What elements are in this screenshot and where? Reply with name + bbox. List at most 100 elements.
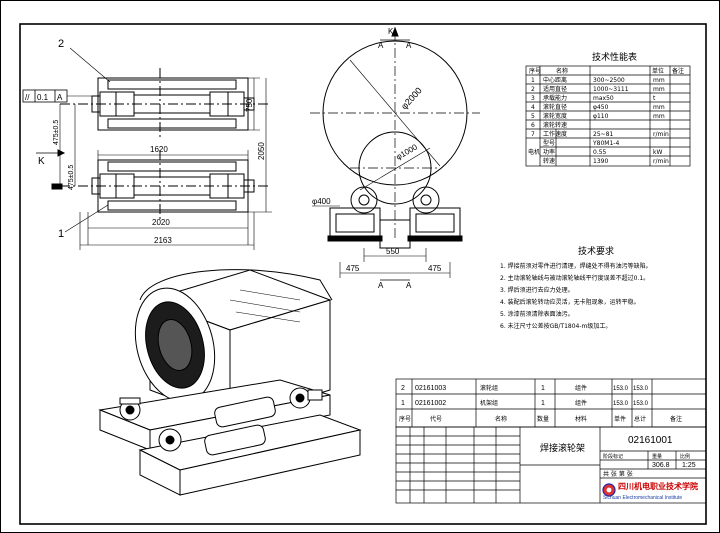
requirement-item: 2. 主动滚轮轴线与被动滚轮轴线平行度误差不超过0.1。 xyxy=(500,274,649,282)
spec-row-unit: mm xyxy=(653,77,665,84)
spec-row-name: 滚轮宽度 xyxy=(543,112,567,120)
spec-motor-row-name: 功率 xyxy=(543,148,555,156)
spec-row-no: 1 xyxy=(531,77,535,84)
spec-row-name: 承载能力 xyxy=(543,94,567,102)
isometric-view xyxy=(98,269,362,496)
spec-row-value: 1000~3111 xyxy=(593,86,629,93)
section-a-bottom-left: A xyxy=(378,281,384,290)
dim-offset-right: 475 xyxy=(428,264,442,273)
part-weight-total: 153.0 xyxy=(633,386,649,392)
spec-motor-label: 电机 xyxy=(528,148,540,156)
requirement-item: 3. 焊后须进行去应力处理。 xyxy=(500,286,574,294)
part-qty: 1 xyxy=(541,385,545,392)
tolerance-symbol: // xyxy=(25,93,30,102)
spec-motor-row-unit: kW xyxy=(653,149,662,156)
drawing-frame xyxy=(19,23,707,525)
spec-row-name: 滚轮直径 xyxy=(543,103,567,111)
plan-view-labels: 2 1 // 0.1 A K 1620 2020 2163 750 2050 4… xyxy=(25,38,266,245)
requirement-item: 5. 涂漆前须清除表面油污。 xyxy=(500,310,574,318)
part-no: 1 xyxy=(401,400,405,407)
view-k-arrow-label: K xyxy=(388,27,394,36)
part-name: 机架组 xyxy=(480,399,498,407)
part-material: 组件 xyxy=(575,384,587,392)
dim-overall-height: 2050 xyxy=(257,142,266,160)
spec-row-no: 7 xyxy=(531,131,535,138)
dim-base-width: 2020 xyxy=(152,218,170,227)
spec-header-name: 名称 xyxy=(556,67,568,75)
dim-roller-diameter: φ400 xyxy=(312,197,331,206)
front-view xyxy=(310,26,480,281)
spec-table-title: 技术性能表 xyxy=(592,51,637,63)
parts-list-text: 2 02161003 滚轮组 1 组件 153.0 153.0 1 021610… xyxy=(399,384,682,423)
spec-row-no: 5 xyxy=(531,113,535,120)
drawing-title: 焊接滚轮架 xyxy=(540,442,585,454)
part-qty: 1 xyxy=(541,400,545,407)
part-code: 02161002 xyxy=(415,400,446,407)
spec-row-value: 25~81 xyxy=(593,131,613,138)
spec-row-name: 适用直径 xyxy=(543,85,567,93)
section-a-top-right: A xyxy=(406,41,412,50)
requirement-item: 1. 焊接前须对零件进行清理，焊缝处不得有油污等缺陷。 xyxy=(500,262,652,270)
spec-row-name: 滚轮转速 xyxy=(543,121,567,129)
part-weight-single: 153.0 xyxy=(613,386,629,392)
spec-row-name: 工作速度 xyxy=(543,130,567,138)
sheet-info: 共 张 第 张 xyxy=(603,470,633,478)
school-logo xyxy=(602,483,616,497)
header-no: 序号 xyxy=(399,415,411,423)
spec-row-value: φ110 xyxy=(593,113,609,120)
header-remark: 备注 xyxy=(670,415,682,423)
balloon-part-1: 1 xyxy=(58,228,64,240)
spec-row-unit: mm xyxy=(653,86,665,93)
spec-motor-row-value: 1390 xyxy=(593,158,608,165)
part-no: 2 xyxy=(401,385,405,392)
plan-view xyxy=(22,47,272,250)
spec-row-unit: mm xyxy=(653,113,665,120)
part-material: 组件 xyxy=(575,399,587,407)
spec-table-text: 序号 名称 单位 备注 1 中心距离 300~2500 mm 2 适用直径 10… xyxy=(528,67,684,165)
title-block xyxy=(395,426,707,504)
spec-row-unit: t xyxy=(653,95,656,102)
header-qty: 数量 xyxy=(537,415,549,423)
scale-label: 比例 xyxy=(680,453,690,460)
dim-offset-left: 475 xyxy=(346,264,360,273)
spec-motor-row-value: 0.55 xyxy=(593,149,607,156)
school-name: 四川机电职业技术学院 xyxy=(618,481,698,491)
spec-row-no: 3 xyxy=(531,95,535,102)
parts-list xyxy=(395,378,707,428)
spec-header-no: 序号 xyxy=(529,67,541,75)
section-a-bottom-right: A xyxy=(406,281,412,290)
title-block-text: 02161001 焊接滚轮架 阶段标记 重量 比例 306.8 1:25 共 张… xyxy=(540,435,698,501)
spec-header-remark: 备注 xyxy=(672,67,684,75)
header-total: 总计 xyxy=(634,415,646,423)
spec-motor-row-name: 转速 xyxy=(543,157,555,165)
school-name-en: Sichuan Electromechanical Institute xyxy=(603,495,682,501)
dim-top-height: 750 xyxy=(245,98,254,112)
spec-motor-row-value: Y80M1-4 xyxy=(592,140,619,147)
spec-row-value: max50 xyxy=(593,95,614,102)
requirement-item: 4. 装配后滚轮转动应灵活，无卡阻现象，运转平稳。 xyxy=(500,298,640,306)
header-name: 名称 xyxy=(495,415,507,423)
dim-overall-width: 2163 xyxy=(154,236,172,245)
header-code: 代号 xyxy=(430,415,442,423)
dim-inner-width: 1620 xyxy=(150,145,168,154)
requirement-item: 6. 未注尺寸公差按GB/T1804-m级加工。 xyxy=(500,322,611,330)
requirements-title: 技术要求 xyxy=(578,245,614,257)
spec-row-unit: r/min xyxy=(653,131,669,138)
spec-row-no: 2 xyxy=(531,86,535,93)
drawing-number: 02161001 xyxy=(628,435,673,446)
drawing-weight: 306.8 xyxy=(652,462,670,469)
stage-label: 阶段标记 xyxy=(603,453,623,460)
drawing-scale: 1:25 xyxy=(682,462,696,469)
dim-center-distance: 550 xyxy=(386,247,400,256)
section-a-top-left: A xyxy=(378,41,384,50)
dim-side-right: 475±0.5 xyxy=(68,165,75,190)
spec-row-no: 4 xyxy=(531,104,535,111)
spec-row-name: 中心距离 xyxy=(543,76,567,84)
part-weight-single: 153.0 xyxy=(613,401,629,407)
spec-motor-row-unit: r/min xyxy=(653,158,669,165)
part-weight-total: 153.0 xyxy=(633,401,649,407)
tolerance-value: 0.1 xyxy=(37,93,49,102)
spec-row-value: 300~2500 xyxy=(593,77,625,84)
spec-table xyxy=(525,65,691,167)
